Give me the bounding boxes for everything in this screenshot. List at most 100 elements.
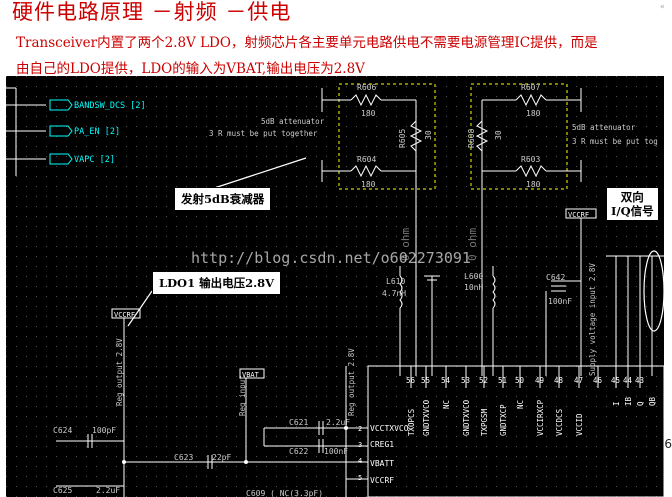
r604-value: 180 (361, 180, 376, 189)
attenuator-box-right (470, 83, 568, 190)
net-label-pa-en: PA_EN [2] (74, 127, 120, 137)
pin-name-vccdcs: VCCDCS (555, 408, 564, 436)
reg-input-label: Reg input (238, 375, 247, 416)
pin-name-vccid: VCCID (575, 413, 584, 436)
reg-output2-label: Reg output 2.8V (347, 348, 356, 416)
pin-name-vccirxcp: VCCIRXCP (536, 399, 545, 436)
callout-iq: 双向 I/Q信号 (606, 187, 659, 221)
r605-label: R605 (398, 129, 407, 148)
r603-value: 180 (526, 180, 541, 189)
ldo-cap-symbols (87, 421, 324, 469)
chip-outline (367, 365, 664, 497)
attenuator-note-left-2: 3 R must be put together (209, 129, 318, 138)
zero-ohm-left: 0 ohm (399, 228, 412, 261)
c621-label: C621 (289, 418, 308, 427)
pin-num-44: 44 (623, 376, 633, 385)
pin-num-50: 50 (515, 376, 525, 385)
zero-ohm-right: 0 ohm (466, 228, 479, 261)
l600-value: 10nH (464, 283, 483, 292)
description-line-2: 由自己的LDO提供，LDO的输入为VBAT,输出电压为2.8V (16, 61, 365, 77)
pin-num-56: 56 (406, 376, 416, 385)
iq-highlight-ellipse (643, 250, 664, 332)
pin-creg1: CREG1 (370, 440, 394, 449)
l610-label: L610 (386, 277, 405, 286)
pin-num-53: 53 (461, 376, 470, 385)
schematic-drawing: BANDSW_DCS [2] PA_EN [2] VAPC [2] R606 1… (6, 76, 664, 497)
pin-name-qb: QB (648, 396, 657, 406)
r607-value: 180 (526, 109, 541, 118)
pin-name-txpgsm: TXPGSM (480, 408, 489, 436)
pin-numbers: 56 55 54 53 52 51 50 49 48 47 46 45 44 4… (406, 376, 644, 385)
c622-label: C622 (289, 447, 308, 456)
left-net-wires (6, 87, 46, 176)
l610-value: 4.7nH (382, 289, 406, 298)
pin-num-55: 55 (421, 376, 430, 385)
inductors (399, 266, 496, 376)
c622-value: 100nF (324, 447, 348, 456)
vccrf-left-label: VCCRF (114, 311, 135, 319)
chip-pins (410, 366, 641, 388)
supply-voltage-label: Supply voltage input 2.8V (588, 263, 597, 376)
pin-vccrf: VCCRF (370, 476, 394, 485)
r606-value: 180 (361, 109, 376, 118)
callout-attenuator: 发射5dB衰减器 (174, 187, 272, 211)
r607-label: R607 (521, 83, 540, 92)
pin-num-4: 4 (358, 457, 362, 465)
junction-dot-1 (122, 460, 126, 464)
pin-name-gndtxvco-1: GNDTXVCO (422, 399, 431, 436)
c624-label: C624 (53, 426, 72, 435)
iq-wires (606, 255, 664, 376)
pin-num-46: 46 (593, 376, 603, 385)
schematic-panel: BANDSW_DCS [2] PA_EN [2] VAPC [2] R606 1… (6, 76, 664, 497)
r603-label: R603 (521, 155, 540, 164)
pin-vcctxvco: VCCTXVCO (370, 424, 409, 433)
c609-label: C609 ( NC(3.3pF) (246, 489, 323, 497)
pin-num-2: 2 (358, 425, 362, 433)
junction-dot-2 (244, 460, 248, 464)
vbat-box (239, 368, 265, 379)
watermark-text: http://blog.csdn.net/o602273091 (191, 249, 471, 267)
pin-name-q: Q (636, 401, 645, 406)
pin-num-47: 47 (574, 376, 583, 385)
pin-vbatt: VBATT (370, 459, 394, 468)
left-pin-numbers: 2 3 4 5 (358, 425, 362, 482)
pin-num-3: 3 (358, 441, 362, 449)
pin-name-nc-1: NC (442, 400, 451, 409)
description-line-1: Transceiver内置了两个2.8V LDO，射频芯片各主要单元电路供电不需… (16, 35, 598, 51)
attenuator-note-left-1: 5dB attenuator (261, 117, 325, 126)
pin-num-43: 43 (635, 376, 644, 385)
page-number: 6 (664, 437, 672, 451)
c642-value: 100nF (548, 297, 572, 306)
net-label-band: BANDSW_DCS [2] (74, 101, 146, 111)
pin-num-52: 52 (479, 376, 488, 385)
pin-num-54: 54 (441, 376, 451, 385)
pin-name-i: I (612, 401, 621, 406)
pin-name-gndtxvco-2: GNDTXVCO (462, 399, 471, 436)
net-arrows (49, 99, 73, 165)
c623-value: 22pF (212, 453, 231, 462)
pin-name-txopcs: TXOPCS (407, 408, 416, 436)
c624-value: 100pF (92, 426, 116, 435)
ldo-arrow (127, 290, 153, 327)
attenuator-note-right-1: 5dB attenuator (572, 123, 636, 132)
vccrf-right-box (565, 208, 597, 219)
attenuator-right-wires (475, 88, 582, 376)
attenuator-box-left (338, 83, 436, 190)
ldo-wires (56, 316, 368, 497)
pin-name-gndtxcp: GNDTXCP (499, 404, 508, 436)
pin-num-45: 45 (611, 376, 620, 385)
pin-name-ib: IB (624, 396, 633, 406)
attenuator-note-right-2: 3 R must be put tog (572, 137, 658, 146)
attenuator-left-wires (321, 88, 423, 376)
callout-ldo1: LDO1 输出电压2.8V (152, 271, 282, 295)
vccrf-right-label: VCCRF (568, 211, 589, 219)
c623-label: C623 (174, 453, 193, 462)
callout-iq-line1: 双向 (620, 190, 644, 204)
r608-value: 30 (494, 130, 503, 140)
reg-output-label: Reg output 2.8V (115, 338, 124, 406)
pin-num-49: 49 (535, 376, 544, 385)
net-label-vapc: VAPC [2] (74, 155, 115, 165)
c621-value: 2.2uF (326, 418, 350, 427)
r604-label: R604 (357, 155, 376, 164)
